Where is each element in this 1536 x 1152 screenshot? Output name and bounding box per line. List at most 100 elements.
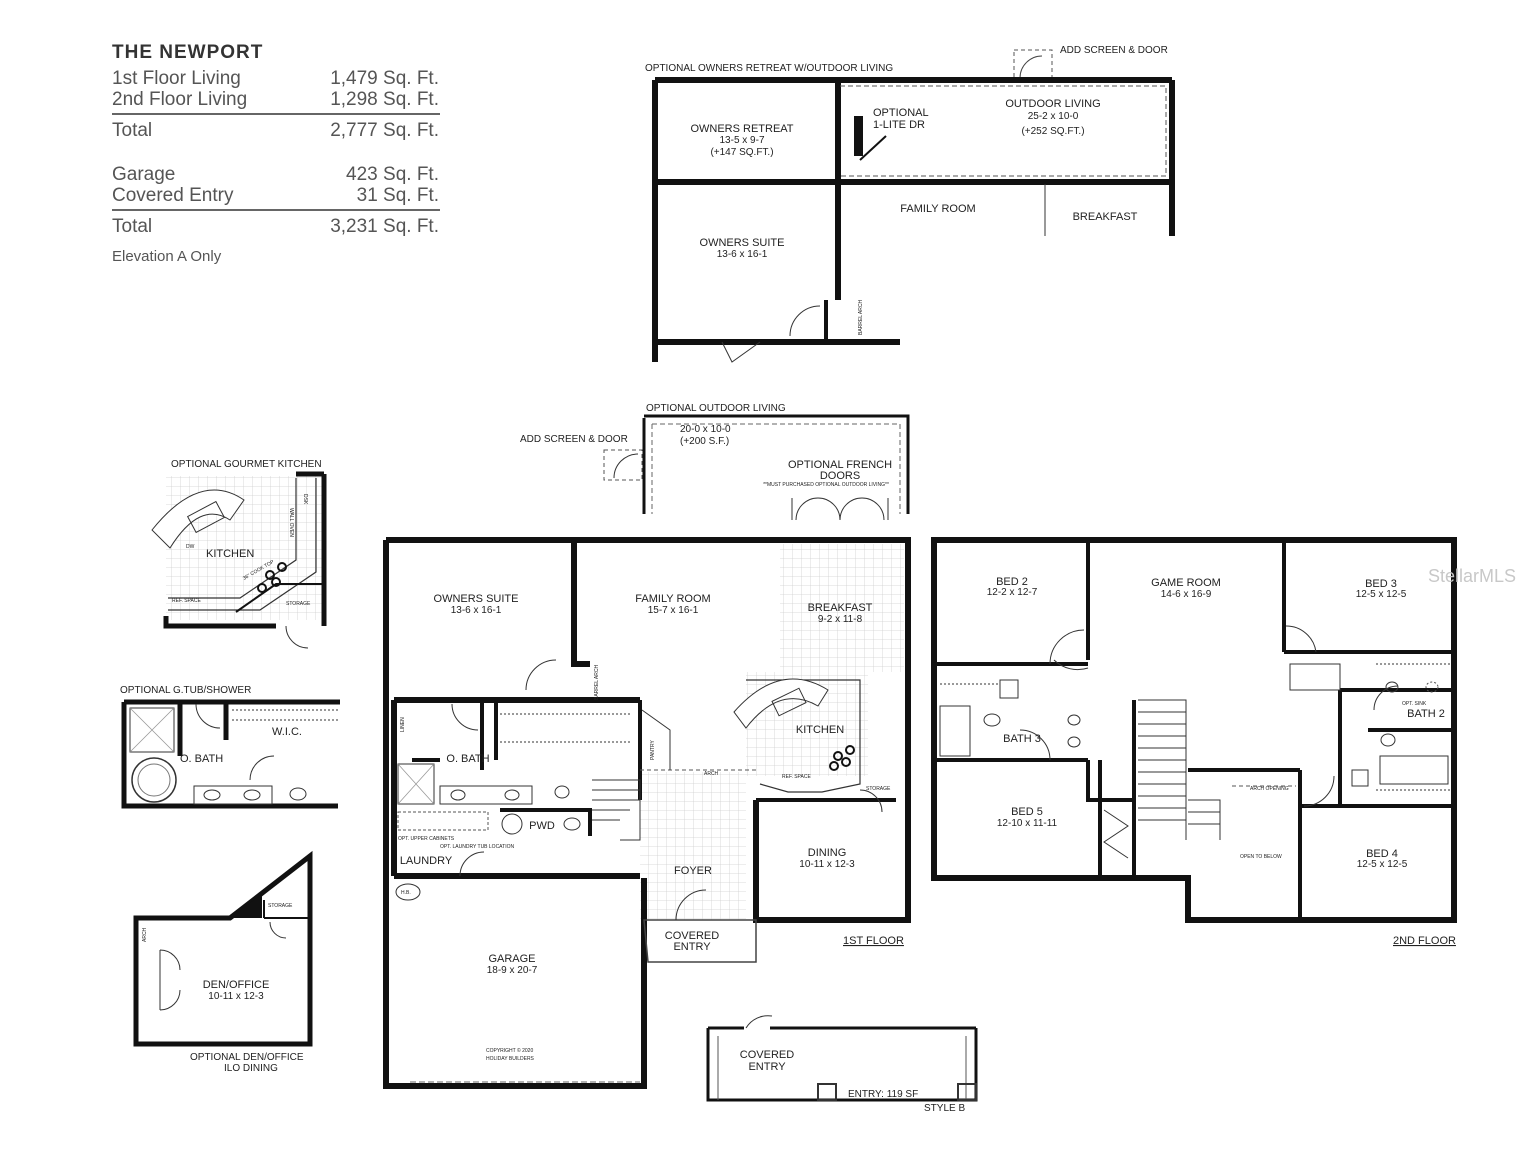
door-swing-icon bbox=[675, 889, 707, 921]
burner-icon bbox=[265, 570, 275, 580]
area-label: Garage bbox=[112, 164, 176, 185]
door-swing-icon bbox=[1303, 775, 1335, 807]
room-name: COVERED bbox=[665, 930, 719, 942]
burner-icon bbox=[257, 583, 267, 593]
sink-icon bbox=[1067, 714, 1081, 726]
room-name: ENTRY bbox=[748, 1061, 786, 1073]
den-walls bbox=[230, 894, 262, 918]
bifold-door-icon bbox=[1103, 809, 1129, 859]
note: **MUST PURCHASED OPTIONAL OUTDOOR LIVING… bbox=[763, 482, 889, 488]
add-screen-label: ADD SCREEN & DOOR bbox=[1060, 45, 1168, 56]
room-name: DEN/OFFICE bbox=[203, 979, 270, 991]
door-swing-icon bbox=[859, 135, 887, 161]
column-icon bbox=[957, 1083, 977, 1101]
arch-label: ARCH bbox=[704, 771, 719, 777]
bathtub-icon bbox=[939, 705, 971, 757]
covered-entry-outline bbox=[643, 919, 757, 963]
second-floor-walls bbox=[931, 537, 1457, 923]
sink-icon bbox=[1425, 681, 1439, 693]
door-swing-icon bbox=[613, 453, 639, 479]
copyright: HOLIDAY BUILDERS bbox=[486, 1056, 535, 1062]
room-name: BED 3 bbox=[1365, 578, 1397, 590]
door-swing-icon bbox=[1019, 729, 1051, 761]
closet-shelf bbox=[940, 663, 1450, 791]
burner-icon bbox=[833, 751, 843, 761]
interior-walls bbox=[412, 700, 908, 922]
second-floor-plan: BED 2 12-2 x 12-7 GAME ROOM 14-6 x 16-9 … bbox=[931, 537, 1457, 947]
room-dim: 14-6 x 16-9 bbox=[1161, 589, 1212, 600]
counter bbox=[746, 679, 861, 793]
door-swing-icon bbox=[745, 1015, 773, 1029]
room-name: GARAGE bbox=[488, 953, 535, 965]
area-label: 2nd Floor Living bbox=[112, 89, 248, 110]
door-swing-icon bbox=[525, 659, 557, 691]
add-screen-label: ADD SCREEN & DOOR bbox=[520, 434, 628, 445]
shower-icon bbox=[397, 763, 435, 805]
room-dim: 12-5 x 12-5 bbox=[1357, 859, 1408, 870]
french-door-icon bbox=[159, 949, 181, 1011]
room-name: KITCHEN bbox=[206, 548, 254, 560]
room-name: DINING bbox=[808, 847, 847, 859]
vanity bbox=[439, 785, 533, 805]
laundry-cabinets bbox=[397, 811, 489, 831]
screen-door-outline bbox=[1013, 49, 1053, 79]
appliance-label: REF. SPACE bbox=[172, 598, 201, 604]
room-dim: 12-10 x 11-11 bbox=[997, 818, 1058, 829]
area-value: 2,777 Sq. Ft. bbox=[330, 120, 439, 141]
area-label: Total bbox=[112, 216, 153, 237]
divider bbox=[112, 209, 440, 211]
area-row-total-living: Total 2,777 Sq. Ft. bbox=[112, 120, 439, 142]
door-swing-icon bbox=[721, 341, 761, 363]
area-label: 1st Floor Living bbox=[112, 68, 241, 89]
burner-icon bbox=[845, 745, 855, 755]
pantry-wall bbox=[641, 709, 671, 770]
toilet-icon bbox=[563, 817, 581, 831]
room-name: BATH 2 bbox=[1407, 708, 1445, 720]
room-name: BATH 3 bbox=[1003, 733, 1041, 745]
gourmet-kitchen-option: OPTIONAL GOURMET KITCHEN KITCHEN STORAGE… bbox=[151, 459, 327, 649]
area-value: 31 Sq. Ft. bbox=[356, 185, 439, 206]
sink-icon bbox=[501, 813, 523, 835]
room-dim: 13-5 x 9-7 bbox=[719, 135, 764, 146]
note: OPT. LAUNDRY TUB LOCATION bbox=[440, 844, 514, 850]
style-b-entry: COVERED ENTRY ENTRY: 119 SF STYLE B bbox=[706, 1015, 978, 1114]
water-heater-icon bbox=[395, 883, 421, 901]
sink-icon bbox=[771, 687, 807, 717]
outdoor-living-option: OPTIONAL OUTDOOR LIVING 20-0 x 10-0 (+20… bbox=[520, 403, 910, 521]
island bbox=[151, 489, 245, 549]
room-name: OPTIONAL FRENCH bbox=[788, 459, 892, 471]
room-name: DOORS bbox=[820, 470, 860, 482]
closet-shelf bbox=[500, 713, 630, 743]
room-dim: 9-2 x 11-8 bbox=[818, 614, 863, 625]
burner-icon bbox=[829, 761, 839, 771]
option-title: OPTIONAL OWNERS RETREAT W/OUTDOOR LIVING bbox=[645, 63, 893, 74]
garden-tub-icon bbox=[131, 757, 177, 803]
room-dim: 10-11 x 12-3 bbox=[208, 991, 264, 1002]
outdoor-living-boundary bbox=[840, 85, 1167, 177]
room-dim: 13-6 x 16-1 bbox=[717, 249, 768, 260]
toilet-icon bbox=[289, 787, 307, 801]
screen-door-outline bbox=[603, 449, 643, 481]
first-floor-plan: OWNERS SUITE 13-6 x 16-1 FAMILY ROOM 15-… bbox=[383, 537, 911, 1089]
arch-label: BARREL ARCH bbox=[858, 300, 864, 335]
room-name: OPTIONAL bbox=[873, 107, 929, 119]
area-label: ENTRY: 119 SF bbox=[848, 1089, 918, 1100]
room-area: (+252 SQ.FT.) bbox=[1021, 126, 1084, 137]
floor-caption: 1ST FLOOR bbox=[843, 935, 904, 947]
option-title: ILO DINING bbox=[224, 1063, 278, 1074]
door-swing-icon bbox=[1053, 659, 1089, 671]
room-dim: 25-2 x 10-0 bbox=[1028, 111, 1079, 122]
door-swing-icon bbox=[249, 755, 275, 781]
arch-label: ARCH bbox=[142, 927, 148, 942]
door-swing-icon bbox=[459, 851, 485, 877]
staircase-icon bbox=[1138, 699, 1187, 840]
burner-icon bbox=[271, 577, 281, 587]
entry-walls bbox=[717, 1036, 967, 1100]
area-label: Total bbox=[112, 120, 153, 141]
room-dim: 12-2 x 12-7 bbox=[987, 587, 1038, 598]
tile-floor bbox=[640, 772, 746, 920]
room-dim: 20-0 x 10-0 bbox=[680, 424, 731, 435]
room-name: OUTDOOR LIVING bbox=[1005, 98, 1100, 110]
room-name: O. BATH bbox=[446, 753, 489, 765]
divider bbox=[112, 113, 440, 115]
